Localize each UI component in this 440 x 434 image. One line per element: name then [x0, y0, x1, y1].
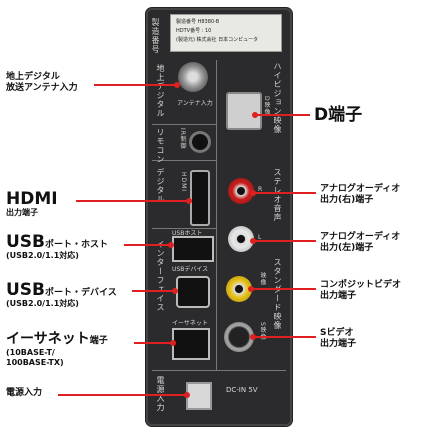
callout-line	[132, 290, 176, 292]
label-usb-host: USBホスト	[172, 230, 203, 237]
callout-eth-main: イーサネット	[6, 331, 90, 347]
divider	[152, 124, 216, 125]
callout-hdmi: HDMI 出力端子	[6, 190, 58, 218]
callout-audio-right: アナログオーディオ 出力(右)端子	[320, 184, 400, 206]
callout-usb-dev-main: USB	[6, 280, 46, 300]
callout-dot	[186, 198, 192, 204]
callout-line	[254, 240, 316, 242]
callout-power: 電源入力	[6, 388, 42, 399]
callout-eth-sub2: 100BASE-TX)	[6, 358, 64, 367]
callout-ethernet: イーサネット端子 (10BASE-T/ 100BASE-TX)	[6, 328, 108, 368]
divider	[152, 160, 216, 161]
rca-left-audio	[228, 226, 254, 252]
callout-dot	[172, 288, 178, 294]
label-antenna: アンテナ入力	[177, 100, 213, 107]
label-r: R	[258, 186, 263, 193]
callout-power-text: 電源入力	[6, 388, 43, 398]
label-hdmi: HDMI	[180, 172, 187, 193]
callout-usb-host: USBポート・ホスト (USB2.0/1.1対応)	[6, 232, 108, 261]
d-terminal-port	[226, 92, 262, 130]
callout-dot	[184, 392, 190, 398]
callout-svideo: Sビデオ 出力端子	[320, 328, 356, 350]
serial-side-label: 製造番号	[151, 18, 160, 54]
callout-line	[254, 336, 316, 338]
label-ir: IR制御	[179, 128, 186, 150]
callout-dot	[250, 334, 256, 340]
callout-composite: コンポジットビデオ 出力端子	[320, 280, 401, 302]
callout-svideo-line1: Sビデオ	[320, 328, 354, 338]
label-remote: リモコン	[156, 128, 165, 164]
label-video: 映像	[259, 272, 266, 286]
callout-audio-l-line1: アナログオーディオ	[320, 232, 401, 242]
callout-dot	[174, 82, 180, 88]
divider	[216, 60, 217, 370]
divider	[152, 228, 216, 229]
dc-in-jack	[186, 382, 212, 410]
callout-dot	[250, 238, 256, 244]
callout-dot	[250, 190, 256, 196]
label-interface: インターフェイス	[156, 240, 165, 312]
usb-device-port	[176, 276, 210, 308]
callout-usb-device: USBポート・デバイス (USB2.0/1.1対応)	[6, 280, 117, 309]
label-digital: デジタル	[156, 168, 165, 204]
ethernet-port	[172, 328, 210, 360]
callout-dot	[252, 112, 258, 118]
label-hivision: ハイビジョン映像	[273, 62, 282, 134]
callout-antenna-line1: 地上デジタル	[6, 72, 60, 82]
callout-audio-r-line1: アナログオーディオ	[320, 184, 401, 194]
callout-antenna-line2: 放送アンテナ入力	[6, 83, 78, 93]
s-video-port	[224, 322, 254, 352]
callout-line	[58, 394, 186, 396]
label-d-video: D映像	[263, 96, 270, 116]
callout-usb-dev-sub: (USB2.0/1.1対応)	[6, 299, 79, 308]
label-stereo: ステレオ音声	[273, 168, 282, 222]
callout-line	[256, 114, 310, 116]
divider	[152, 370, 286, 371]
callout-d-terminal-text: D端子	[314, 105, 363, 125]
callout-usb-host-sub: (USB2.0/1.1対応)	[6, 251, 79, 260]
label-plate: 製造番号 H8380-B HDTV番号 : 10 (製造元) 株式会社 日本コン…	[170, 14, 282, 52]
callout-composite-line1: コンポジットビデオ	[320, 280, 402, 290]
label-s-video: S映像	[259, 322, 266, 341]
rca-right-audio	[228, 178, 254, 204]
callout-usb-dev-suffix: ポート・デバイス	[45, 288, 117, 298]
rca-composite-video	[226, 276, 252, 302]
callout-line	[124, 244, 172, 246]
label-dc-in: DC-IN 5V	[226, 386, 258, 394]
callout-audio-r-line2: 出力(右)端子	[320, 195, 374, 205]
callout-usb-host-suffix: ポート・ホスト	[45, 240, 109, 250]
callout-dot	[248, 286, 254, 292]
callout-dot	[168, 242, 174, 248]
callout-usb-host-main: USB	[6, 232, 46, 252]
callout-line	[254, 192, 316, 194]
callout-hdmi-sub: 出力端子	[6, 208, 38, 217]
device-back-panel	[146, 8, 292, 426]
callout-line	[252, 288, 316, 290]
label-terrestrial: 地上デジタル	[156, 64, 165, 118]
callout-svideo-line2: 出力端子	[320, 339, 357, 349]
plate-line-1: 製造番号 H8380-B	[176, 19, 220, 25]
label-l: L	[258, 234, 262, 241]
plate-line-3: (製造元) 株式会社 日本コンピュータ	[176, 37, 259, 43]
callout-eth-suffix: 端子	[89, 336, 108, 346]
label-usb-device: USBデバイス	[172, 266, 209, 273]
usb-host-port	[172, 236, 214, 262]
callout-line	[76, 200, 188, 202]
callout-line	[134, 342, 174, 344]
callout-hdmi-main: HDMI	[6, 189, 58, 209]
hdmi-port	[190, 170, 210, 226]
callout-eth-sub1: (10BASE-T/	[6, 348, 55, 357]
ir-jack	[192, 134, 208, 150]
callout-d-terminal: D端子	[314, 106, 362, 124]
label-ethernet: イーサネット	[172, 320, 208, 327]
label-standard: スタンダード映像	[273, 258, 282, 330]
callout-composite-line2: 出力端子	[320, 291, 357, 301]
callout-dot	[170, 340, 176, 346]
plate-line-2: HDTV番号 : 10	[176, 28, 212, 34]
callout-audio-left: アナログオーディオ 出力(左)端子	[320, 232, 400, 254]
callout-line	[94, 84, 176, 86]
antenna-connector	[178, 62, 208, 92]
callout-audio-l-line2: 出力(左)端子	[320, 243, 374, 253]
callout-antenna: 地上デジタル 放送アンテナ入力	[6, 72, 78, 94]
